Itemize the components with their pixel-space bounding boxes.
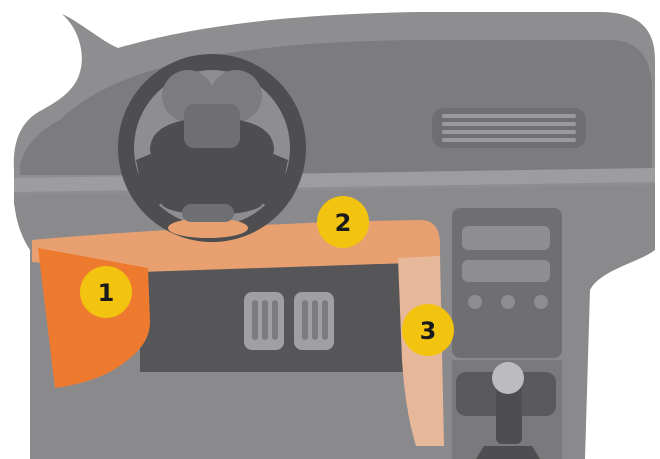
air-vent-icon [432, 108, 586, 148]
zone-marker-label: 3 [420, 317, 437, 345]
steering-wheel-icon [118, 54, 306, 242]
zone-marker-1: 1 [80, 266, 132, 318]
zone-marker-2: 2 [317, 196, 369, 248]
zone-marker-3: 3 [402, 304, 454, 356]
zone-marker-label: 1 [98, 279, 115, 307]
zone-marker-label: 2 [335, 209, 352, 237]
